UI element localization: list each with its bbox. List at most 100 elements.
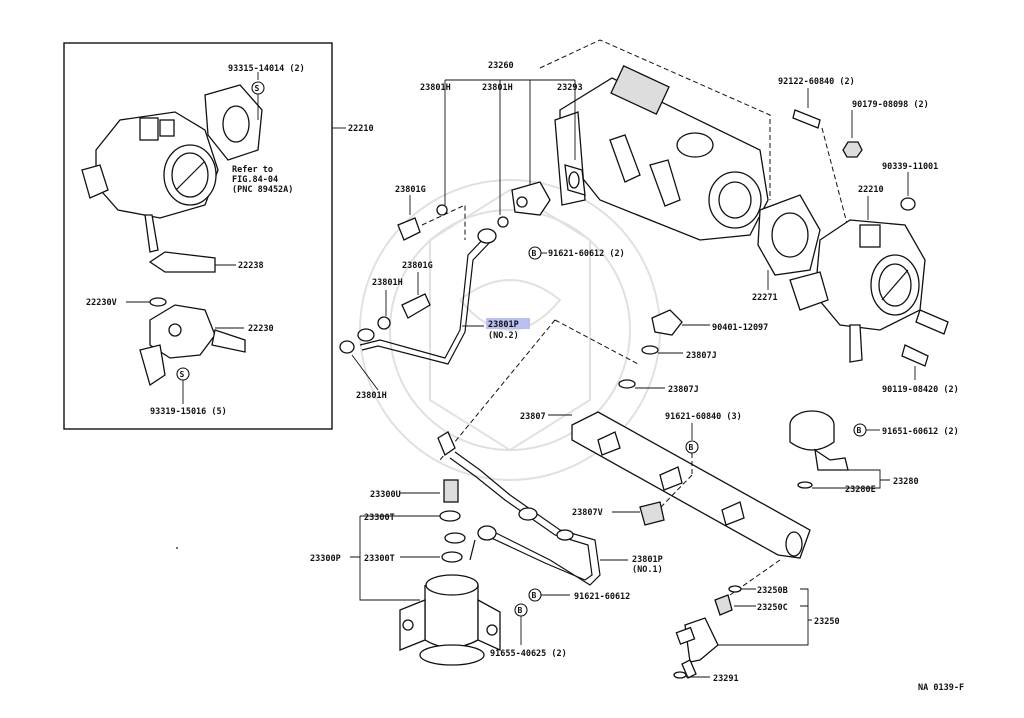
badge-s-top: S [255,84,260,93]
bolt-23801g-a [397,217,421,241]
washer-23801h-d [339,340,355,354]
label-23801h-b: 23801H [482,83,513,93]
refer-text-2: FIG.84-04 [232,175,278,185]
label-23801p-no2-a: 23801P [488,320,519,330]
label-90179: 90179-08098 (2) [852,100,929,110]
stray-dot [176,547,178,549]
badge-b-b: B [689,443,694,452]
label-23250: 23250 [814,617,840,627]
nut-90179 [842,141,863,158]
label-23300t-a: 23300T [364,513,395,523]
union-no2-bottom [357,328,375,342]
intake-adapter-inset [204,84,263,161]
label-23300t-b: 23300T [364,554,395,564]
washer-23801h-c [377,316,391,330]
label-23250b: 23250B [757,586,788,596]
badge-b-e: B [518,606,523,615]
refer-text-1: Refer to [232,165,273,175]
badge-b-d: B [532,591,537,600]
union-23300 [444,532,466,544]
vsv-part [511,164,586,216]
label-22210-inset: 22210 [348,124,374,134]
label-23807j-b: 23807J [668,385,699,395]
label-22230v: 22230V [86,298,117,308]
injector-23250 [675,617,719,679]
label-91621-b: 91621-60840 (3) [665,412,742,422]
label-23801h-c: 23801H [372,278,403,288]
washer-23801h-a [436,204,448,216]
label-91655: 91655-40625 (2) [490,649,567,659]
oring-23291 [673,671,687,679]
label-23293: 23293 [557,83,583,93]
label-23807: 23807 [520,412,546,422]
gasket-23300t-b [441,551,463,563]
label-23260: 23260 [488,61,514,71]
label-93315: 93315-14014 (2) [228,64,305,74]
label-23300p: 23300P [310,554,341,564]
union-no1-top [437,431,456,456]
fuel-pipe-no1 [454,451,601,586]
highlight-23801p [486,318,530,329]
label-91651: 91651-60612 (2) [882,427,959,437]
inset-panel: S 93315-14014 (2) Refer to FIG.84-04 (PN… [63,42,374,430]
refer-text-3: (PNC 89452A) [232,185,293,195]
insulator-23250c [714,594,733,616]
diagram-code: NA 0139-F [918,683,964,693]
gasket-23300t-a [439,510,461,522]
bolt-90119 [901,344,929,367]
fuel-filter-23300 [399,574,501,666]
delivery-pipe-23807 [571,411,811,559]
label-23801p-no1-a: 23801P [632,555,663,565]
bolt-23300u [443,479,459,503]
label-23280e: 23280E [845,485,876,495]
label-23291: 23291 [713,674,739,684]
badge-s-bottom: S [180,370,185,379]
oring-23250b [728,585,742,593]
label-90119: 90119-08420 (2) [882,385,959,395]
insulator-23807v [639,501,665,526]
label-23807v: 23807V [572,508,603,518]
label-23807j-a: 23807J [686,351,717,361]
oring-23280e [797,481,813,489]
label-93319: 93319-15016 (5) [150,407,227,417]
label-90401: 90401-12097 [712,323,768,333]
label-22238: 22238 [238,261,264,271]
bracket-22238 [148,251,216,273]
label-23300u: 23300U [370,490,401,500]
label-23280: 23280 [893,477,919,487]
inset-border [63,42,333,430]
label-91621-a: 91621-60612 (2) [548,249,625,259]
washer-23801h-b [497,216,509,228]
label-23801p-no2-b: (NO.2) [488,331,519,341]
air-intake-chamber [539,39,771,241]
throttle-body-inset [81,111,219,253]
label-23801p-no1-b: (NO.1) [632,565,663,575]
throttle-body-main [789,219,949,363]
label-23801h-a: 23801H [420,83,451,93]
gasket-22230v [149,297,167,307]
union-bolt-90401 [651,309,683,336]
label-23801g-a: 23801G [395,185,426,195]
label-23801g-b: 23801G [402,261,433,271]
union-no1-mid [518,507,538,521]
label-92122: 92122-60840 (2) [778,77,855,87]
stud-92122 [792,109,821,129]
gasket-22271 [757,194,821,276]
pressure-regulator-23280 [789,410,849,471]
bolt-23801g-b [401,293,431,319]
label-23250c: 23250C [757,603,788,613]
gasket-23807j-a [641,345,659,355]
label-22210-b: 22210 [858,185,884,195]
plug-90339 [900,197,916,211]
gasket-23807j-b [618,379,636,389]
label-91621-c: 91621-60612 [574,592,630,602]
label-90339: 90339-11001 [882,162,938,172]
fuel-pipe-no2 [359,234,488,359]
idle-valve-22230 [139,304,246,387]
badge-b-a: B [532,249,537,258]
label-23801h-d: 23801H [356,391,387,401]
union-no2-top [477,228,497,244]
badge-b-c: B [857,426,862,435]
label-22230: 22230 [248,324,274,334]
